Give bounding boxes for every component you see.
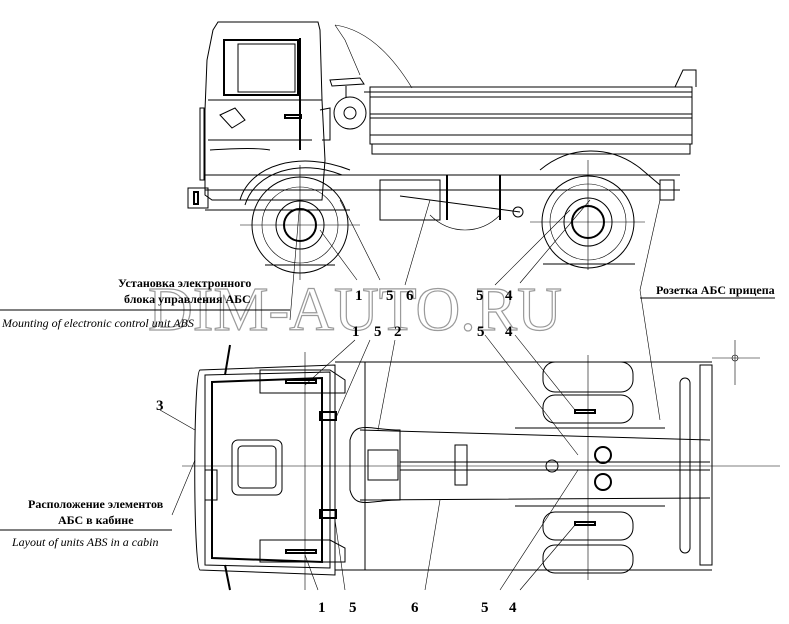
air-intake — [329, 24, 413, 130]
callout-bottom-5: 5 — [349, 600, 357, 616]
truck-side-view — [187, 21, 697, 421]
ecu-caption-ru-line2: блока управления АБС — [124, 292, 251, 306]
callout-side-4: 4 — [505, 288, 513, 304]
ecu-caption: Установка электронного блока управления … — [0, 276, 290, 330]
cabin-caption-ru-line2: АБС в кабине — [58, 513, 134, 527]
callout-bottom-1: 1 — [318, 600, 326, 616]
top-view-left-callouts: 3 — [156, 398, 164, 414]
ecu-caption-en: Mounting of electronic control unit ABS — [1, 316, 194, 330]
top-view-upper-callouts: 1 5 2 5 4 — [352, 324, 513, 340]
trailer-socket-caption: Розетка АБС прицепа — [640, 283, 775, 299]
callout-top-3: 3 — [156, 398, 164, 414]
cabin-caption-en: Layout of units ABS in a cabin — [11, 535, 158, 549]
rear-axle-top — [515, 355, 665, 580]
callout-top-4: 4 — [505, 324, 513, 340]
callout-bottom-6: 6 — [411, 600, 419, 616]
callout-side-5b: 5 — [476, 288, 484, 304]
crosshair-mark — [712, 340, 760, 385]
cabin-caption: Расположение элементов АБС в кабине Layo… — [0, 497, 172, 549]
callout-top-1: 1 — [352, 324, 360, 340]
frame-side — [205, 150, 680, 231]
cabin-caption-ru-line1: Расположение элементов — [28, 497, 164, 511]
callout-bottom-5b: 5 — [481, 600, 489, 616]
top-leaders — [159, 334, 579, 591]
top-view-lower-callouts: 1 5 6 5 4 — [318, 600, 517, 616]
callout-side-5: 5 — [386, 288, 394, 304]
cab-side — [187, 21, 350, 211]
callout-top-5: 5 — [374, 324, 382, 340]
callout-top-2: 2 — [394, 324, 402, 340]
callout-top-5b: 5 — [477, 324, 485, 340]
side-leaders — [289, 199, 661, 421]
truck-top-view — [159, 334, 780, 591]
front-wheel-side — [239, 160, 360, 280]
trailer-socket-caption-ru: Розетка АБС прицепа — [656, 283, 775, 297]
callout-bottom-4: 4 — [509, 600, 517, 616]
rear-wheel-side — [530, 160, 645, 270]
ecu-caption-ru-line1: Установка электронного — [118, 276, 251, 290]
callout-side-6: 6 — [406, 288, 414, 304]
callout-side-1: 1 — [355, 288, 363, 304]
side-view-callouts: 1 5 6 5 4 — [355, 288, 513, 304]
frame-top — [335, 361, 713, 571]
dump-body — [364, 69, 697, 155]
